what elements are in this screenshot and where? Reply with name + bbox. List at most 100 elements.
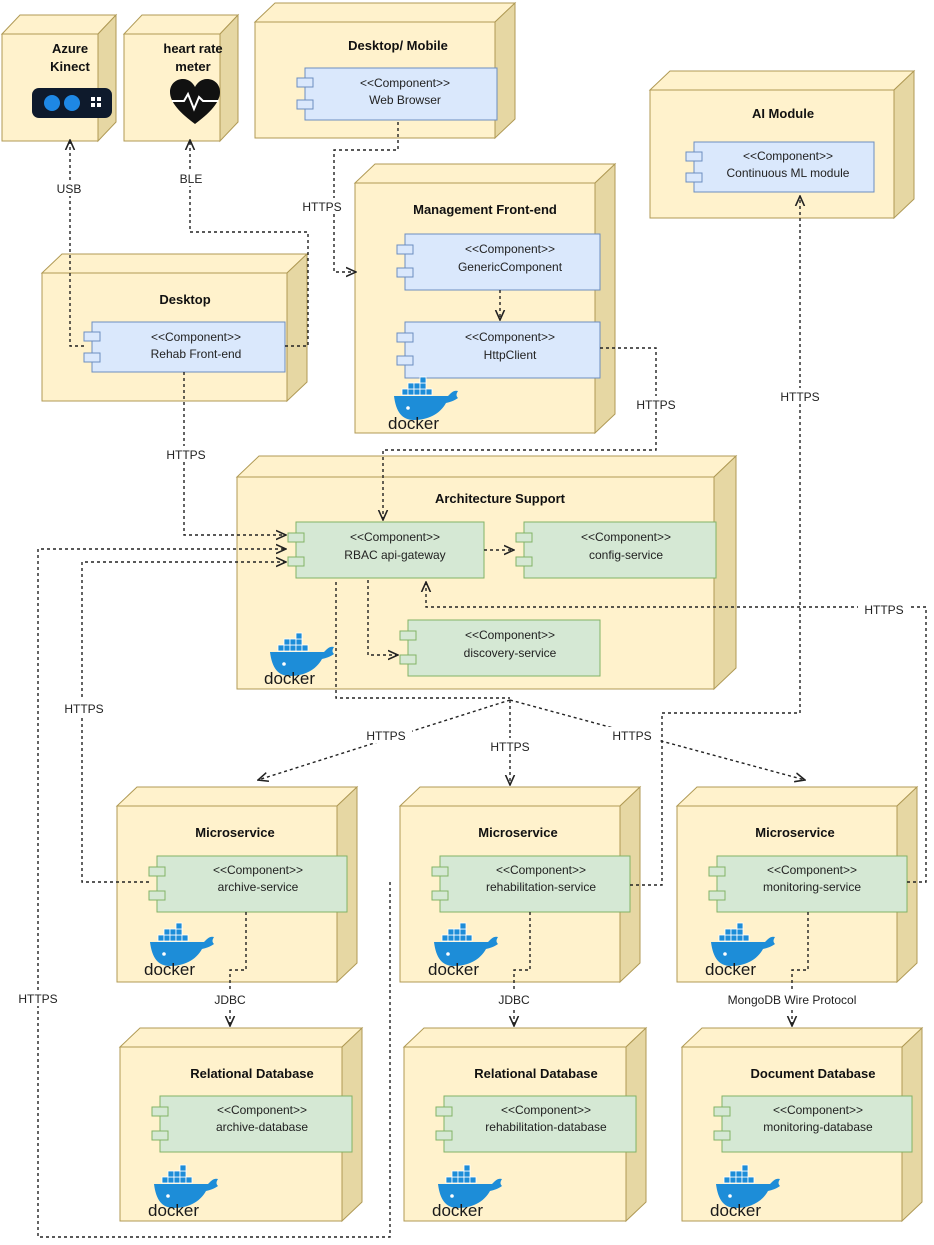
component-stereotype: <<Component>> (213, 863, 303, 877)
component-name: Web Browser (369, 93, 441, 107)
component-archive-service: <<Component>> archive-service (148, 855, 348, 913)
node-title: Relational Database (474, 1066, 598, 1081)
edge-httpclient-to-gateway (383, 347, 657, 520)
docker-label: docker (148, 1201, 199, 1220)
edge-label-https: HTTPS (864, 603, 903, 617)
edge-label-https: HTTPS (612, 729, 651, 743)
node-microservice-archive: Microservice <<Component>> archive-servi… (115, 785, 359, 984)
edge-label-mongodb: MongoDB Wire Protocol (728, 993, 857, 1007)
edge-label-https: HTTPS (490, 740, 529, 754)
component-stereotype: <<Component>> (496, 863, 586, 877)
node-title: heart rate (163, 41, 222, 56)
node-microservice-rehabilitation: Microservice <<Component>> rehabilitatio… (398, 785, 642, 984)
component-stereotype: <<Component>> (773, 1103, 863, 1117)
node-desktop: Desktop <<Component>> Rehab Front-end (40, 252, 309, 403)
node-title: Management Front-end (413, 202, 557, 217)
edge-label-https: HTTPS (18, 992, 57, 1006)
component-generic-component: <<Component>> GenericComponent (396, 233, 601, 291)
component-config-service: <<Component>> config-service (515, 521, 717, 579)
component-name: RBAC api-gateway (344, 548, 445, 562)
docker-logo: docker (428, 922, 499, 979)
docker-logo: docker (388, 376, 459, 433)
component-stereotype: <<Component>> (465, 242, 555, 256)
component-name: Continuous ML module (727, 166, 850, 180)
edge-label-https: HTTPS (64, 702, 103, 716)
edge-label-jdbc: JDBC (214, 993, 246, 1007)
component-http-client: <<Component>> HttpClient (396, 321, 601, 379)
edge-label-https: HTTPS (302, 200, 341, 214)
component-name: config-service (589, 548, 663, 562)
component-name: GenericComponent (458, 260, 563, 274)
node-title: Document Database (751, 1066, 876, 1081)
component-stereotype: <<Component>> (217, 1103, 307, 1117)
node-title: AI Module (752, 106, 814, 121)
docker-label: docker (710, 1201, 761, 1220)
component-name: HttpClient (484, 348, 537, 362)
component-stereotype: <<Component>> (350, 530, 440, 544)
edge-label-https: HTTPS (780, 390, 819, 404)
edge-label-usb: USB (57, 182, 82, 196)
docker-label: docker (428, 960, 479, 979)
node-title: Kinect (50, 59, 90, 74)
docker-logo: docker (148, 1164, 219, 1220)
edge-archive-to-gateway (81, 562, 286, 883)
docker-logo: docker (432, 1164, 503, 1220)
docker-label: docker (264, 669, 315, 688)
component-stereotype: <<Component>> (465, 330, 555, 344)
edge-label-ble: BLE (180, 172, 203, 186)
component-monitoring-database: <<Component>> monitoring-database (713, 1095, 913, 1153)
component-monitoring-service: <<Component>> monitoring-service (708, 855, 908, 913)
edge-browser-to-management (333, 122, 399, 272)
node-document-database: Document Database <<Component>> monitori… (680, 1026, 924, 1223)
component-rehabilitation-service: <<Component>> rehabilitation-service (431, 855, 631, 913)
docker-logo: docker (264, 632, 335, 688)
node-title: Desktop (159, 292, 210, 307)
component-rehab-frontend: <<Component>> Rehab Front-end (83, 321, 286, 373)
edge-gateway-to-microservices (335, 582, 510, 699)
node-management-frontend: Management Front-end <<Component>> Gener… (353, 162, 617, 435)
azure-kinect-device-icon (32, 88, 112, 118)
node-title: Microservice (755, 825, 835, 840)
component-stereotype: <<Component>> (767, 863, 857, 877)
node-title: Azure (52, 41, 88, 56)
node-architecture-support: Architecture Support <<Component>> RBAC … (235, 454, 738, 691)
component-name: monitoring-service (763, 880, 861, 894)
node-microservice-monitoring: Microservice <<Component>> monitoring-se… (675, 785, 919, 984)
node-relational-database-archive: Relational Database <<Component>> archiv… (118, 1026, 364, 1223)
component-stereotype: <<Component>> (743, 149, 833, 163)
node-title: Relational Database (190, 1066, 314, 1081)
component-stereotype: <<Component>> (360, 76, 450, 90)
heart-icon (170, 79, 220, 124)
edge-label-https: HTTPS (166, 448, 205, 462)
node-ai-module: AI Module <<Component>> Continuous ML mo… (648, 69, 916, 220)
node-desktop-mobile: Desktop/ Mobile <<Component>> Web Browse… (253, 1, 517, 140)
node-heart-rate-meter: heart rate meter (122, 13, 240, 143)
component-stereotype: <<Component>> (151, 330, 241, 344)
edge-label-https: HTTPS (636, 398, 675, 412)
edge-rehab-service-to-ai (630, 196, 800, 886)
edge-label-jdbc: JDBC (498, 993, 530, 1007)
component-rbac-api-gateway: <<Component>> RBAC api-gateway (287, 521, 485, 579)
edge-archive-db-outer (37, 549, 391, 1238)
node-title: Microservice (478, 825, 558, 840)
component-continuous-ml-module: <<Component>> Continuous ML module (685, 141, 875, 193)
component-rehabilitation-database: <<Component>> rehabilitation-database (435, 1095, 637, 1153)
component-discovery-service: <<Component>> discovery-service (399, 619, 601, 677)
node-title: Microservice (195, 825, 275, 840)
node-title: Desktop/ Mobile (348, 38, 448, 53)
node-title: Architecture Support (435, 491, 566, 506)
component-name: archive-service (218, 880, 299, 894)
component-web-browser: <<Component>> Web Browser (296, 67, 498, 121)
node-azure-kinect: Azure Kinect (0, 13, 118, 143)
component-name: rehabilitation-service (486, 880, 596, 894)
docker-label: docker (388, 414, 439, 433)
node-relational-database-rehabilitation: Relational Database <<Component>> rehabi… (402, 1026, 648, 1223)
docker-label: docker (144, 960, 195, 979)
docker-logo: docker (710, 1164, 781, 1220)
component-name: archive-database (216, 1120, 308, 1134)
docker-logo: docker (144, 922, 215, 979)
component-stereotype: <<Component>> (581, 530, 671, 544)
edge-labels: USB BLE HTTPS HTTPS HTTPS HTTPS HTTPS HT… (12, 170, 910, 1007)
node-title: meter (175, 59, 210, 74)
